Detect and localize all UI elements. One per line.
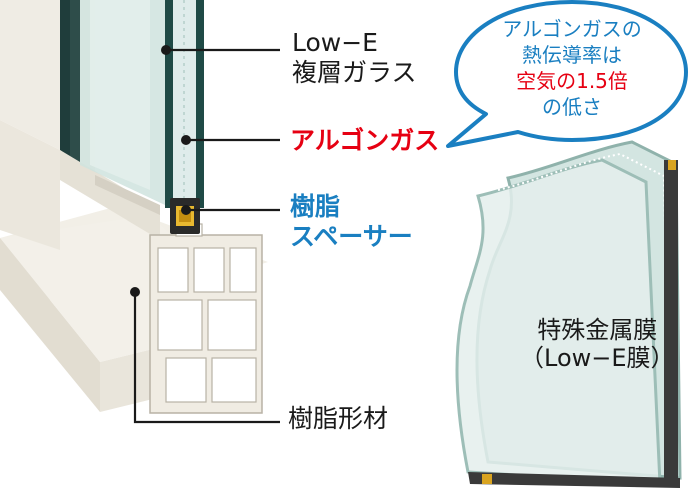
low-e-glass-label: Low−E 複層ガラス <box>292 28 417 87</box>
resin-spacer-label-line1: 樹脂 <box>290 192 341 221</box>
low-e-glass-label-line2: 複層ガラス <box>292 57 417 87</box>
argon-gas-label: アルゴンガス <box>290 126 440 155</box>
metal-film-label-line1: 特殊金属膜 <box>537 316 658 344</box>
metal-film-label-line2: （Low−E膜） <box>520 344 675 373</box>
speech-bubble <box>446 0 688 148</box>
resin-spacer <box>170 198 200 234</box>
low-e-glass-sample <box>455 140 682 488</box>
bubble-line3: 空気の1.5倍 <box>516 69 628 93</box>
low-e-glass-label-line1: Low−E <box>292 28 378 57</box>
resin-spacer-label-line2: スペーサー <box>290 221 413 251</box>
bubble-line2: 熱伝導率は <box>522 43 622 67</box>
resin-frame-label: 樹脂形材 <box>288 404 389 433</box>
speech-bubble-text: アルゴンガスの 熱伝導率は 空気の1.5倍 の低さ <box>462 16 682 120</box>
bubble-line4: の低さ <box>542 95 602 119</box>
resin-spacer-label: 樹脂 スペーサー <box>290 192 413 251</box>
bubble-line1: アルゴンガスの <box>502 17 642 41</box>
window-frame-cross-section <box>0 0 268 414</box>
metal-film-label: 特殊金属膜 （Low−E膜） <box>520 316 675 373</box>
